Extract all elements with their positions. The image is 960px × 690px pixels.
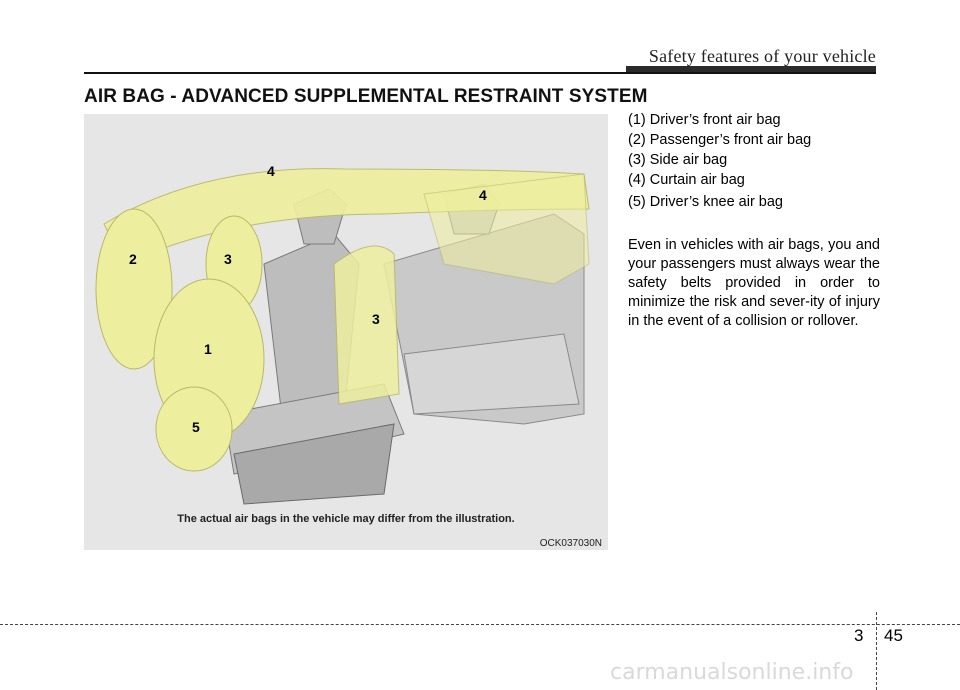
airbag-drawing: 4 4 2 3 3 1 5 [95,163,590,505]
callout-3a: 3 [224,251,232,267]
airbag-illustration: 4 4 2 3 3 1 5 The actual air bags in the… [84,114,608,550]
side-airbag-seat [333,245,400,405]
legend-item-side: (3) Side air bag [628,152,728,168]
legend-item-passenger-front: (2) Passenger’s front air bag [628,132,812,148]
seat-base [233,423,395,505]
chapter-number: 3 [854,626,864,645]
callout-4a: 4 [267,163,275,179]
passenger-front-airbag [95,208,173,370]
section-title: AIR BAG - ADVANCED SUPPLEMENTAL RESTRAIN… [84,86,648,107]
callout-3b: 3 [372,311,380,327]
watermark: carmanualsonline.info [610,660,854,685]
page-number: 45 [884,626,903,645]
legend-item-knee: (5) Driver’s knee air bag [628,194,783,210]
figure-caption: The actual air bags in the vehicle may d… [177,513,515,525]
legend-item-driver-front: (1) Driver’s front air bag [628,112,781,128]
airbag-legend: (1) Driver’s front air bag (2) Passenger… [628,110,880,212]
callout-1: 1 [204,341,212,357]
running-header: Safety features of your vehicle [648,46,876,66]
curtain-airbag-rear [423,173,590,285]
callout-5: 5 [192,419,200,435]
callout-2: 2 [129,251,137,267]
body-paragraph: Even in vehicles with air bags, you and … [628,237,880,329]
figure-code: OCK037030N [539,538,602,549]
knee-airbag [155,386,233,472]
header-rule [84,72,876,74]
legend-item-curtain: (4) Curtain air bag [628,172,745,188]
footer-divider [876,612,877,690]
footer-rule [0,624,960,625]
rear-seat-cushion [403,333,580,415]
header-rule-thick [626,66,876,73]
callout-4b: 4 [479,187,487,203]
